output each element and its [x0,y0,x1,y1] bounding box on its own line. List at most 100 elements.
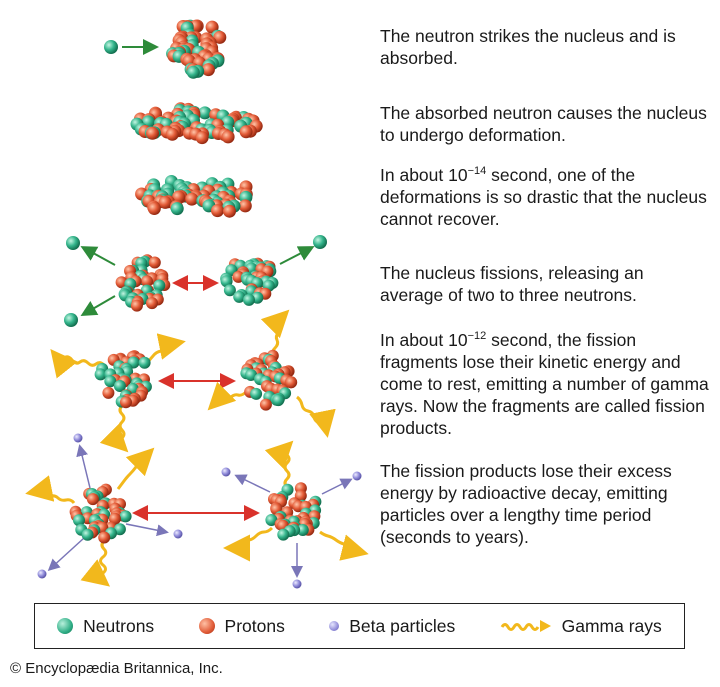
fission-fragment-left [94,350,152,409]
proton-particle [98,531,111,544]
proton-particle [158,195,172,209]
fission-fragment-left [115,254,171,312]
beta-arrow [321,478,353,495]
fission-product-left [69,483,132,544]
gamma-ray [296,395,336,438]
neutron-particle [250,387,263,400]
neutron-particle [64,313,78,327]
fission-fragment-right [220,257,279,306]
neutron-particle [243,293,255,306]
proton-particle [148,256,161,269]
proton-particle [108,512,121,525]
proton-particle [259,398,272,411]
proton-particle [86,493,99,506]
gamma-ray [50,348,106,379]
nucleus-pinched [135,175,253,218]
proton-particle [130,299,143,312]
neutron-particle [119,510,132,523]
gamma-ray [264,440,294,489]
neutron-particle [233,290,246,303]
beta-particle [292,579,302,589]
gamma-ray [116,447,155,490]
proton-particle [165,127,179,141]
beta-particle-icon [329,621,340,631]
fission-diagram [25,19,369,589]
proton-particle [211,204,224,218]
legend-beta: Beta particles [329,616,455,637]
proton-particle [185,192,199,206]
fission-fragment-right [240,349,298,411]
legend-protons: Protons [198,616,285,637]
proton-icon [198,618,215,634]
neutron-particle [104,40,118,54]
proton-particle [285,376,298,389]
step-6-text: The fission products lose their excess e… [380,461,672,547]
gamma-ray-icon [500,620,551,632]
neutron-particle [277,528,290,541]
nucleus-absorbing [166,19,227,79]
neutron-particle [296,524,309,536]
proton-particle [146,126,159,140]
beta-particle [37,569,47,579]
neutron-particle [272,394,285,407]
released-neutron-arrow [80,246,116,266]
proton-particle [223,204,236,218]
beta-particle [352,471,362,481]
released-neutron-arrow [279,246,315,265]
released-neutron-arrow [80,295,116,317]
step-5-text: In about 10−12 second, the fission fragm… [380,330,709,438]
gamma-ray [25,475,76,504]
proton-particle [201,63,215,77]
neutron-particle [198,106,212,120]
free-particles [37,40,362,589]
proton-particle [147,202,161,215]
proton-particle [213,30,227,44]
gamma-ray [145,333,186,365]
arrows-layer [25,39,369,587]
neutron-particle [265,514,278,526]
nucleus-deforming [130,102,263,145]
legend-gamma: Gamma rays [500,616,662,637]
proton-particle [146,297,158,310]
beta-particle [221,467,231,477]
step-3-text: In about 10−14 second, one of the deform… [380,165,707,229]
beta-arrow [125,523,169,537]
beta-arrow [47,537,85,572]
proton-particle [102,386,115,399]
proton-particle [238,199,252,213]
gamma-ray [319,530,369,561]
proton-particle [195,131,209,145]
legend: Neutrons Protons Beta particles Gamma ra… [34,603,685,649]
gamma-ray [80,539,111,587]
nuclei-layer [69,19,322,544]
neutron-icon [57,618,74,634]
neutron-particle [66,236,80,250]
gamma-ray [99,404,129,453]
gamma-ray [207,381,248,411]
proton-particle [120,396,132,409]
step-2-text: The absorbed neutron causes the nucleus … [380,103,707,145]
beta-particle [173,529,183,539]
gamma-ray [223,526,274,562]
proton-particle [221,130,235,144]
neutron-particle [104,375,117,388]
proton-particle [141,275,153,288]
neutron-particle [153,279,166,292]
neutron-particle [223,284,236,297]
fission-product-right [265,482,322,541]
neutron-particle [186,65,200,79]
neutron-particle [313,235,327,249]
beta-particle [73,433,83,443]
beta-arrow [76,444,91,489]
neutron-particle [220,275,233,288]
copyright: © Encyclopædia Britannica, Inc. [10,660,223,677]
neutron-particle [94,368,107,381]
neutron-particle [170,202,184,216]
neutron-particle [73,514,85,527]
proton-particle [239,125,253,139]
step-1-text: The neutron strikes the nucleus and is a… [380,26,676,68]
gamma-ray [260,309,290,358]
neutron-particle [81,528,94,541]
neutron-particle [138,356,151,369]
legend-neutrons: Neutrons [57,616,154,637]
